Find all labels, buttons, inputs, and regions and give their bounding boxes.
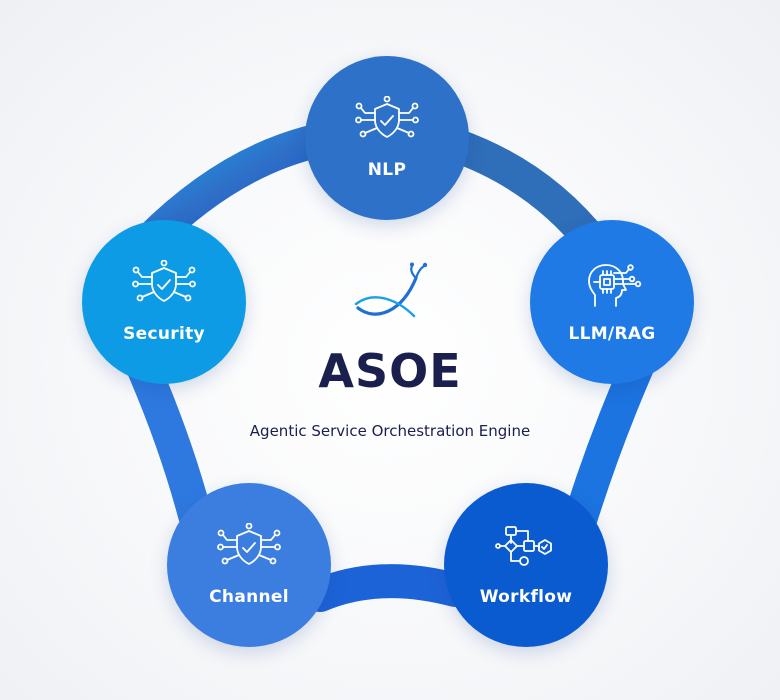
node-channel[interactable]: Channel (167, 483, 331, 647)
node-llm-rag[interactable]: LLM/RAG (530, 220, 694, 384)
workflow-flowchart-icon (495, 526, 552, 566)
center-branding: ASOE Agentic Service Orchestration Engin… (200, 260, 580, 460)
stethoscope-logo-icon (354, 262, 428, 318)
node-security[interactable]: Security (82, 220, 246, 384)
node-label: Security (123, 324, 205, 344)
node-workflow[interactable]: Workflow (444, 483, 608, 647)
page-title: ASOE (318, 344, 462, 398)
node-label: NLP (367, 160, 407, 180)
node-label: Channel (209, 587, 289, 607)
connector-llm-workflow (563, 343, 657, 537)
node-nlp[interactable]: NLP (305, 56, 469, 220)
node-label: Workflow (479, 587, 573, 607)
shield-network-icon (217, 523, 281, 565)
shield-network-icon (132, 260, 196, 302)
page-subtitle: Agentic Service Orchestration Engine (249, 422, 531, 440)
ai-head-chip-icon (588, 264, 642, 307)
shield-network-icon (355, 96, 419, 138)
connector-workflow-channel (303, 564, 472, 612)
node-label: LLM/RAG (568, 324, 656, 344)
